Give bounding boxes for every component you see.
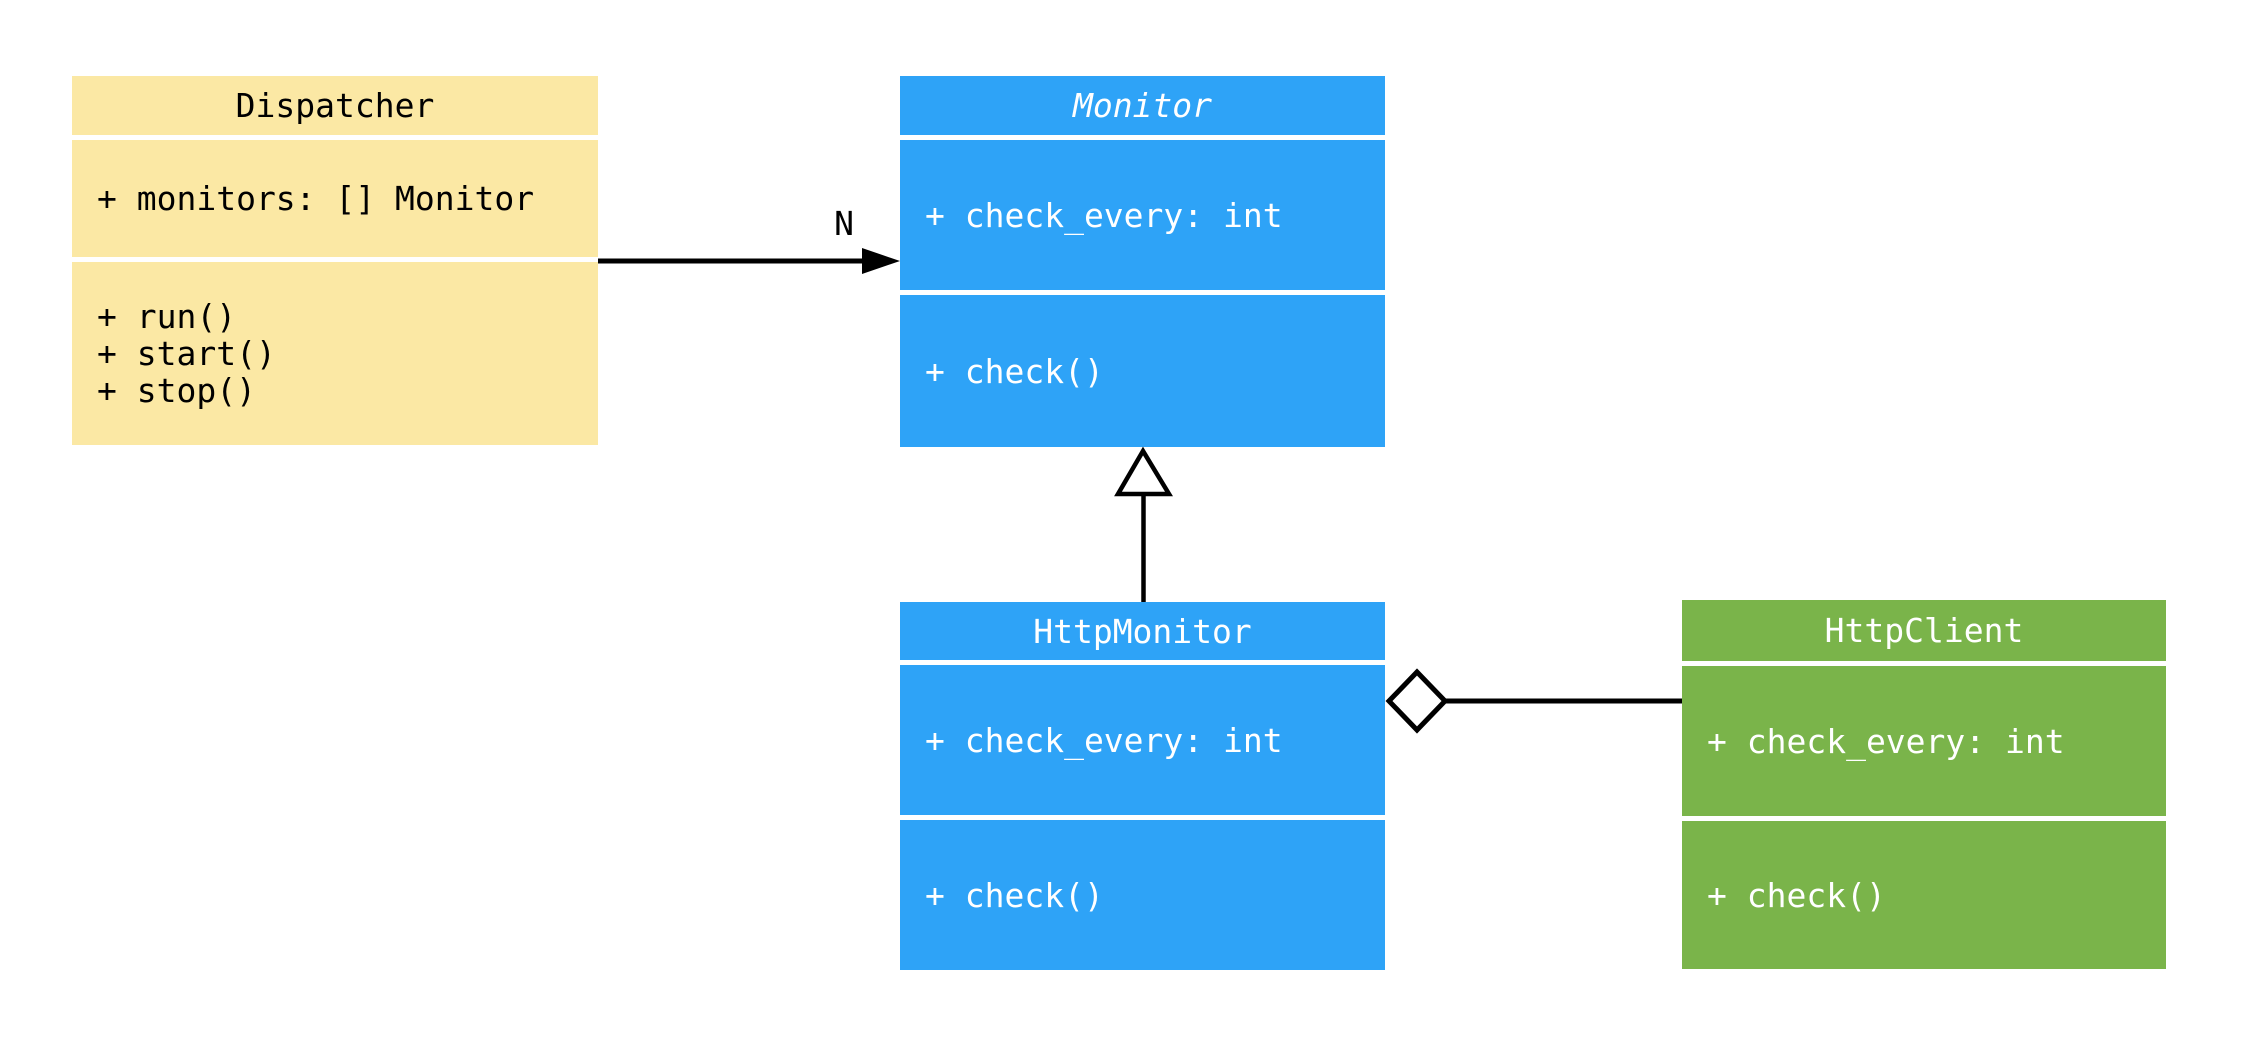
class-method: + run() — [97, 297, 237, 336]
class-method: + check() — [925, 351, 1104, 391]
multiplicity-label: N — [834, 204, 854, 243]
class-method: + check() — [925, 875, 1104, 915]
class-box-dispatcher: Dispatcher + monitors: [] Monitor + run(… — [72, 76, 598, 445]
class-attribute: + check_every: int — [925, 195, 1283, 235]
inheritance-triangle-icon — [1114, 446, 1173, 497]
class-title: Dispatcher — [72, 76, 598, 135]
class-attributes-section: + monitors: [] Monitor — [72, 140, 598, 257]
class-title: HttpClient — [1682, 600, 2166, 661]
class-box-httpmonitor: HttpMonitor + check_every: int + check() — [900, 602, 1385, 970]
class-method: + stop() — [97, 371, 256, 410]
class-methods-section: + run() + start() + stop() — [72, 262, 598, 445]
class-title: Monitor — [900, 76, 1385, 135]
class-method: + start() — [97, 334, 276, 373]
class-method: + check() — [1707, 875, 1886, 915]
class-title: HttpMonitor — [900, 602, 1385, 660]
class-methods-section: + check() — [1682, 821, 2166, 969]
aggregation-diamond-icon — [1385, 668, 1449, 734]
class-attributes-section: + check_every: int — [1682, 666, 2166, 816]
association-arrowhead-icon — [862, 248, 900, 274]
class-methods-section: + check() — [900, 295, 1385, 447]
class-methods-section: + check() — [900, 820, 1385, 970]
class-attribute: + monitors: [] Monitor — [97, 179, 535, 218]
class-attribute: + check_every: int — [1707, 721, 2065, 761]
class-box-httpclient: HttpClient + check_every: int + check() — [1682, 600, 2166, 969]
class-attributes-section: + check_every: int — [900, 140, 1385, 290]
class-attributes-section: + check_every: int — [900, 665, 1385, 815]
class-box-monitor: Monitor + check_every: int + check() — [900, 76, 1385, 447]
class-attribute: + check_every: int — [925, 720, 1283, 760]
